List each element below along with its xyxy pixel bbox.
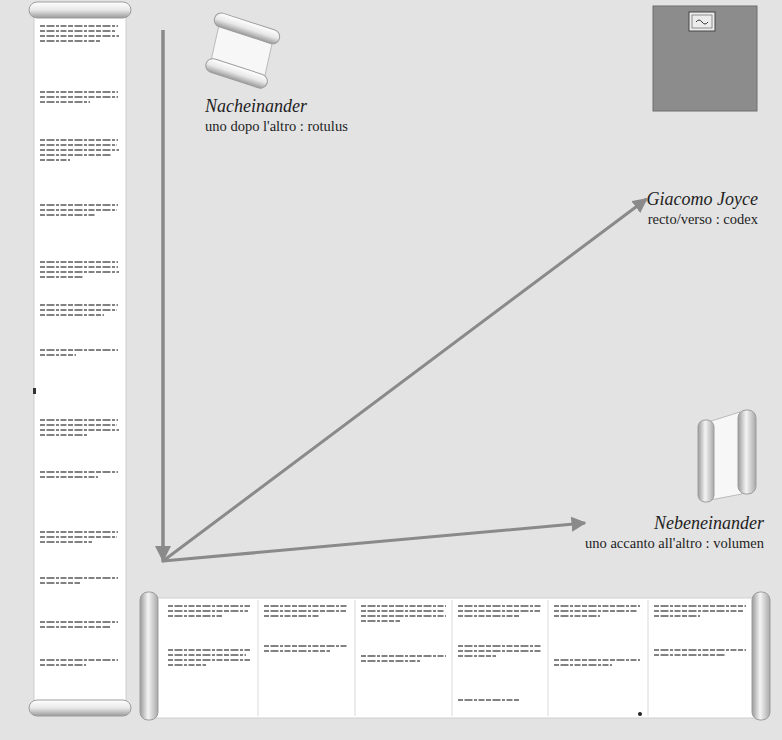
concept-group: Nacheinander uno dopo l'altro : rotulus (163, 0, 348, 135)
flow-arrow (163, 30, 647, 561)
concept-subtitle: recto/verso : codex (648, 210, 758, 228)
volumen-scroll (140, 592, 770, 720)
rolled-scroll-icon (205, 0, 295, 95)
concept-subtitle: uno accanto all'altro : volumen (585, 534, 764, 552)
concept-group: Nebeneinander uno accanto all'altro : vo… (585, 408, 764, 566)
concept-title: Giacomo Joyce (647, 188, 758, 210)
flow-arrow (163, 30, 585, 561)
concept-title: Nacheinander (205, 95, 348, 117)
open-scroll-icon (688, 408, 764, 504)
concept-title: Nebeneinander (654, 512, 764, 534)
rotulus-scroll (29, 2, 131, 716)
concept-subtitle: uno dopo l'altro : rotulus (205, 117, 348, 135)
concept-group: Giacomo Joyce recto/verso : codex (647, 0, 758, 228)
codex-icon (652, 5, 758, 112)
